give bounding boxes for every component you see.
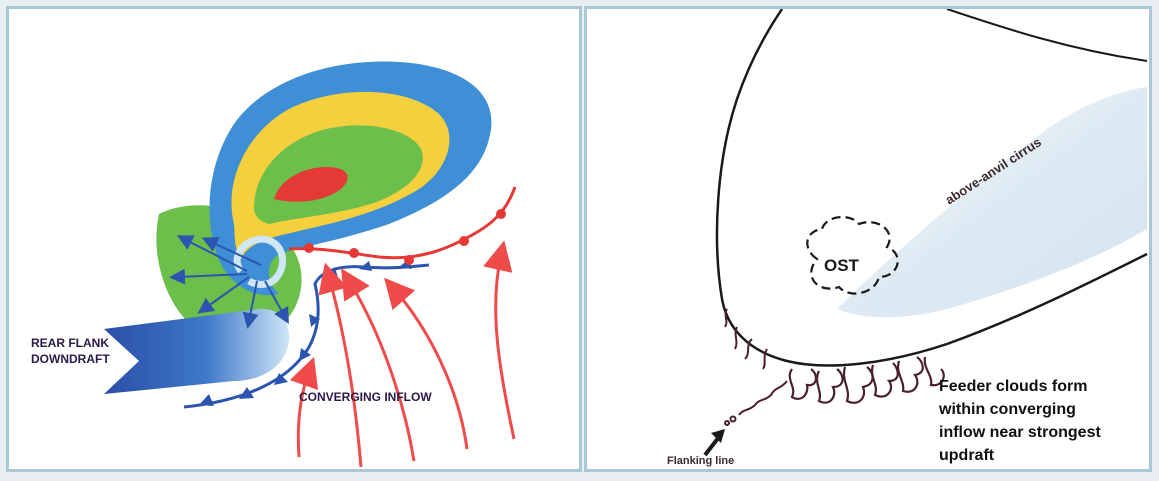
inflow-arrows <box>298 255 514 467</box>
rear-flank-downdraft-arrow <box>104 309 289 394</box>
ost-label: OST <box>824 256 860 275</box>
rear-flank-label-line2: DOWNDRAFT <box>31 352 110 366</box>
feeder-caption-line2: within converging <box>938 401 1076 418</box>
feeder-clouds-caption: Feeder clouds form within converging inf… <box>938 378 1101 464</box>
feeder-caption-line1: Feeder clouds form <box>939 378 1087 395</box>
feeder-caption-line4: updraft <box>939 447 995 464</box>
flanking-line-pointer-arrow <box>705 429 725 455</box>
flanking-line <box>725 381 787 425</box>
radar-schematic-panel: REAR FLANK DOWNDRAFT CONVERGING INFLOW <box>6 6 582 472</box>
anvil-top-edge <box>947 9 1147 61</box>
anvil-sketch-svg: OST above-anvil cirrus <box>587 9 1149 469</box>
above-anvil-cirrus-shade <box>837 87 1147 317</box>
anvil-sketch-panel: OST above-anvil cirrus <box>584 6 1152 472</box>
flanking-line-label: Flanking line <box>667 455 734 467</box>
feeder-caption-line3: inflow near strongest <box>939 424 1101 441</box>
rear-flank-label-line1: REAR FLANK <box>31 336 109 350</box>
radar-schematic-svg: REAR FLANK DOWNDRAFT CONVERGING INFLOW <box>9 9 579 469</box>
anvil-edge-marks <box>725 309 767 369</box>
converging-inflow-label: CONVERGING INFLOW <box>299 390 432 404</box>
